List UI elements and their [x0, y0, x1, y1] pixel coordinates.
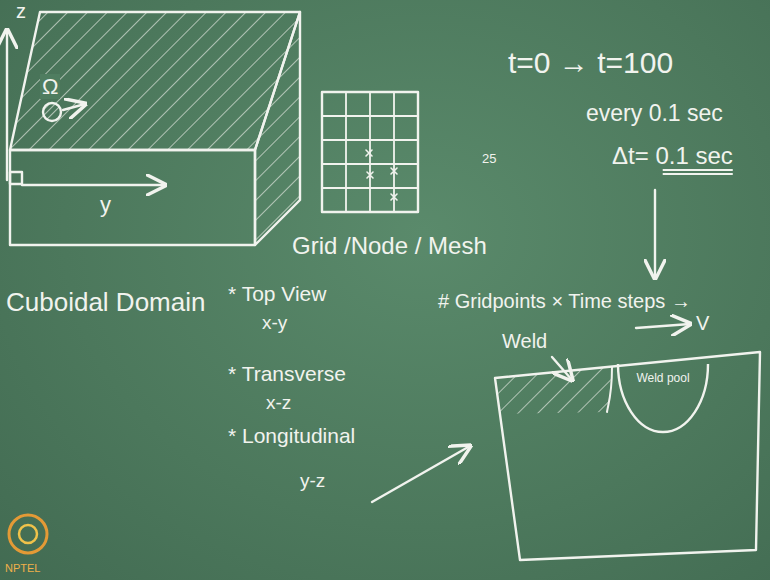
domain-symbol: Ω: [40, 74, 60, 99]
axis-label: z: [16, 0, 26, 22]
velocity-label: V: [696, 312, 709, 334]
cube-top-face: [10, 12, 300, 150]
view-item: * Top View: [228, 282, 326, 305]
view-item-box: * Top View: [228, 282, 326, 306]
plane-label: x-y: [262, 312, 287, 333]
pointer-arrow: [372, 446, 470, 502]
domain-symbol-box: Ω: [40, 74, 60, 99]
fusion-boundary: [618, 364, 708, 432]
weld-bead-hatch: [497, 367, 612, 414]
grid-lines: [322, 92, 418, 212]
plane-label-box: x-z: [266, 392, 291, 414]
note: # Gridpoints × Time steps →: [438, 290, 691, 312]
region-label: Weld pool: [618, 364, 708, 386]
axis-label-box: y: [100, 192, 111, 217]
view-item: * Transverse: [228, 362, 346, 385]
note-box: every 0.1 sec: [586, 100, 723, 126]
heading: Grid /Node / Mesh: [292, 232, 487, 259]
cube-front-face: [10, 150, 255, 245]
logo-text: NPTEL: [5, 562, 40, 574]
logo-ring: [9, 515, 47, 553]
time-range-box: t=0 → t=100: [508, 46, 673, 81]
part-label: Weld: [502, 330, 547, 352]
origin-mark: [10, 172, 22, 184]
grid-outline: [322, 92, 418, 212]
view-item: * Longitudinal: [228, 424, 355, 447]
down-arrow: [654, 190, 656, 278]
underline: [663, 173, 733, 175]
weld-bead-boundary: [607, 367, 612, 412]
time-step-box: Δt= 0.1 sec: [612, 142, 733, 170]
plane-label-box: y-z: [300, 470, 325, 492]
view-item-box: * Longitudinal: [228, 424, 355, 448]
velocity-label-box: V: [696, 312, 709, 335]
weld-pool: Weld pool: [618, 364, 708, 432]
workpiece-section: [495, 352, 760, 560]
z-axis-arrow: [6, 30, 8, 180]
underline: [663, 169, 733, 171]
logo-text-box: NPTEL: [5, 562, 40, 575]
axis-label-box: z: [16, 0, 26, 23]
axis-label: y: [100, 192, 111, 217]
note-box: # Gridpoints × Time steps →: [438, 290, 691, 313]
plane-label: y-z: [300, 470, 325, 491]
logo-core: [19, 525, 37, 543]
plane-label-box: x-y: [262, 312, 287, 334]
heading: Cuboidal Domain: [6, 287, 205, 317]
number-box: 25: [482, 152, 496, 167]
time-range: t=0 → t=100: [508, 46, 673, 79]
plane-label: x-z: [266, 392, 291, 413]
heat-source-spot: [43, 103, 61, 121]
time-step: Δt= 0.1 sec: [612, 142, 733, 169]
heading-box: Cuboidal Domain: [6, 288, 205, 318]
heading-box: Grid /Node / Mesh: [292, 232, 487, 260]
grid-point-marks: [366, 150, 397, 200]
weld-leader: [552, 357, 572, 380]
view-item-box: * Transverse: [228, 362, 346, 386]
number: 25: [482, 151, 496, 166]
motion-arrow: [63, 104, 85, 110]
velocity-arrow: [636, 324, 690, 328]
note: every 0.1 sec: [586, 100, 723, 126]
cube-side-face: [255, 12, 300, 245]
y-axis-arrow: [22, 184, 165, 186]
part-label-box: Weld: [502, 330, 547, 353]
